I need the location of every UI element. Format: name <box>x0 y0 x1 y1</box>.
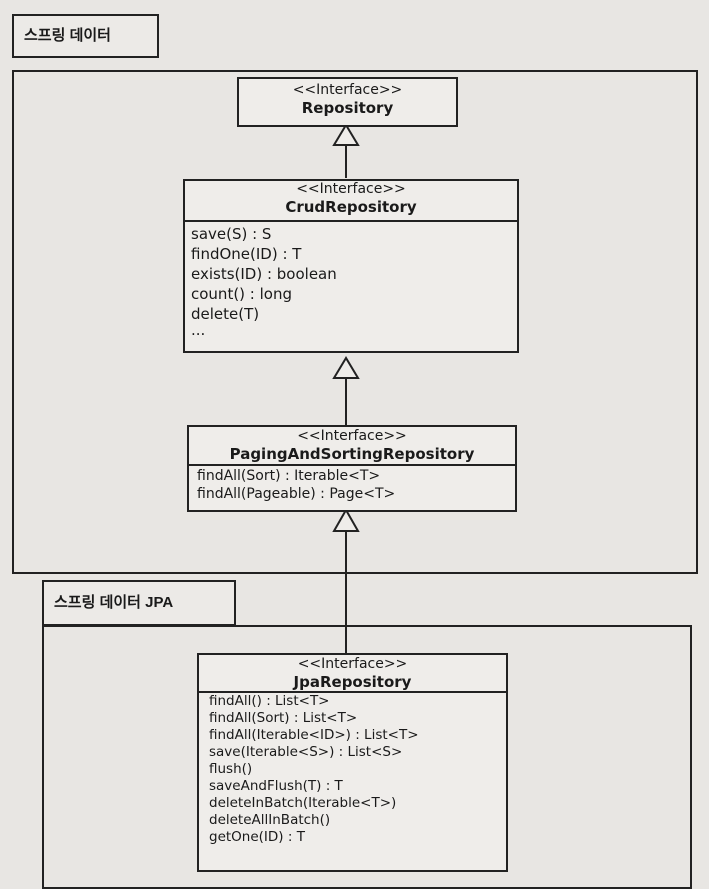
package-spring-data <box>12 70 698 574</box>
paging-repository-stereotype: <<Interface>> <box>297 428 407 444</box>
crud-repository-stereotype: <<Interface>> <box>296 181 406 197</box>
paging-and-sorting-repository-interface: <<Interface>> PagingAndSortingRepository… <box>187 425 517 512</box>
repository-name: Repository <box>301 99 394 117</box>
jpa-operation: deleteAllInBatch() <box>209 812 331 828</box>
crud-repository-name: CrudRepository <box>285 198 417 216</box>
jpa-to-paging-arrowhead <box>332 507 360 532</box>
repository-interface: <<Interface>> Repository <box>237 77 458 127</box>
package-spring-data-jpa-label: 스프링 데이터 JPA <box>42 580 236 626</box>
crud-operation: save(S) : S <box>191 225 272 243</box>
generalization-edges <box>332 123 360 653</box>
crud-operation: findOne(ID) : T <box>191 245 302 263</box>
paging-operation: findAll(Sort) : Iterable<T> <box>197 468 381 484</box>
jpa-repository-stereotype: <<Interface>> <box>297 656 408 672</box>
crud-operation: ... <box>191 321 206 339</box>
jpa-operation: findAll(Iterable<ID>) : List<T> <box>209 727 419 743</box>
paging-operation: findAll(Pageable) : Page<T> <box>197 486 396 502</box>
jpa-operation: flush() <box>209 761 253 777</box>
paging-to-crud-arrowhead <box>332 356 360 379</box>
jpa-operation: findAll(Sort) : List<T> <box>209 710 358 726</box>
jpa-operation: deleteInBatch(Iterable<T>) <box>209 795 397 811</box>
jpa-operation: saveAndFlush(T) : T <box>209 778 343 794</box>
paging-repository-operations: findAll(Sort) : Iterable<T> findAll(Page… <box>189 464 515 504</box>
jpa-operation: save(Iterable<S>) : List<S> <box>209 744 403 760</box>
package-spring-data-label: 스프링 데이터 <box>12 14 159 58</box>
jpa-repository-operations: findAll() : List<T> findAll(Sort) : List… <box>199 691 506 846</box>
jpa-repository-interface: <<Interface>> JpaRepository findAll() : … <box>197 653 508 872</box>
crud-repository-interface: <<Interface>> CrudRepository save(S) : S… <box>183 179 519 353</box>
crud-to-repository-arrowhead <box>332 123 360 146</box>
paging-repository-name: PagingAndSortingRepository <box>229 445 475 463</box>
repository-stereotype: <<Interface>> <box>292 82 403 98</box>
crud-operation: delete(T) <box>191 305 260 323</box>
jpa-repository-name: JpaRepository <box>293 673 412 691</box>
crud-repository-operations: save(S) : S findOne(ID) : T exists(ID) :… <box>185 220 517 338</box>
crud-operation: count() : long <box>191 285 292 303</box>
jpa-operation: getOne(ID) : T <box>209 829 305 845</box>
crud-operation: exists(ID) : boolean <box>191 265 337 283</box>
jpa-operation: findAll() : List<T> <box>209 693 330 709</box>
